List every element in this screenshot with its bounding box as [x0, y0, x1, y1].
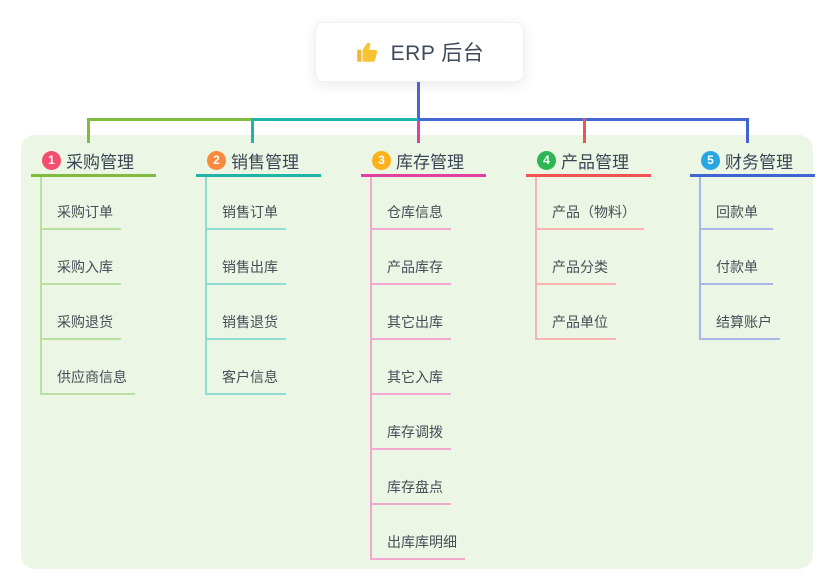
node-sales-order[interactable]: 销售订单 — [207, 177, 286, 230]
branch-number-badge: 1 — [42, 150, 61, 170]
node-settlement-account[interactable]: 结算账户 — [701, 285, 780, 340]
branch-number-badge: 5 — [701, 150, 720, 170]
branches-panel — [21, 135, 813, 569]
connector-root-line — [417, 82, 420, 121]
branch-label: 产品管理 — [561, 152, 629, 172]
branch-inventory: 3 库存管理 仓库信息 产品库存 其它出库 其它入库 库存调拨 库存盘点 出库库… — [361, 146, 486, 560]
node-sales-return[interactable]: 销售退货 — [207, 285, 286, 340]
branch-finance: 5 财务管理 回款单 付款单 结算账户 — [690, 146, 815, 340]
branch-title-sales[interactable]: 2 销售管理 — [196, 146, 321, 177]
node-warehouse-info[interactable]: 仓库信息 — [372, 177, 451, 230]
branch-label: 销售管理 — [231, 152, 299, 172]
thumbs-up-icon — [355, 39, 381, 65]
branch-sales: 2 销售管理 销售订单 销售出库 销售退货 客户信息 — [196, 146, 321, 395]
connector-drop-sales — [251, 118, 254, 143]
node-stock-transfer[interactable]: 库存调拨 — [372, 395, 451, 450]
connector-drop-finance — [746, 118, 749, 143]
branch-purchase: 1 采购管理 采购订单 采购入库 采购退货 供应商信息 — [31, 146, 156, 395]
branch-number-badge: 3 — [372, 150, 391, 170]
node-sales-outbound[interactable]: 销售出库 — [207, 230, 286, 285]
node-purchase-inbound[interactable]: 采购入库 — [42, 230, 121, 285]
node-payment-order[interactable]: 付款单 — [701, 230, 773, 285]
node-receipt-order[interactable]: 回款单 — [701, 177, 773, 230]
connector-drop-purchase — [87, 118, 90, 143]
branch-number-badge: 4 — [537, 150, 556, 170]
node-stock-count[interactable]: 库存盘点 — [372, 450, 451, 505]
node-product-unit[interactable]: 产品单位 — [537, 285, 616, 340]
branch-children: 回款单 付款单 结算账户 — [699, 177, 780, 340]
branch-title-product[interactable]: 4 产品管理 — [526, 146, 651, 177]
branch-label: 库存管理 — [396, 152, 464, 172]
node-purchase-order[interactable]: 采购订单 — [42, 177, 121, 230]
connector-drop-product — [583, 118, 586, 143]
branch-number-badge: 2 — [207, 150, 226, 170]
branch-children: 采购订单 采购入库 采购退货 供应商信息 — [40, 177, 135, 395]
branch-children: 仓库信息 产品库存 其它出库 其它入库 库存调拨 库存盘点 出库库明细 — [370, 177, 465, 560]
node-product-category[interactable]: 产品分类 — [537, 230, 616, 285]
connector-drop-inventory — [417, 121, 420, 143]
node-outbound-detail[interactable]: 出库库明细 — [372, 505, 465, 560]
node-product-stock[interactable]: 产品库存 — [372, 230, 451, 285]
node-purchase-return[interactable]: 采购退货 — [42, 285, 121, 340]
branch-title-inventory[interactable]: 3 库存管理 — [361, 146, 486, 177]
node-supplier-info[interactable]: 供应商信息 — [42, 340, 135, 395]
branch-children: 销售订单 销售出库 销售退货 客户信息 — [205, 177, 286, 395]
node-product-material[interactable]: 产品（物料） — [537, 177, 644, 230]
root-node[interactable]: ERP 后台 — [315, 22, 524, 82]
node-customer-info[interactable]: 客户信息 — [207, 340, 286, 395]
branch-children: 产品（物料） 产品分类 产品单位 — [535, 177, 644, 340]
connector-horizontal-sales — [251, 118, 418, 121]
root-label: ERP 后台 — [390, 42, 485, 65]
connector-horizontal-purchase — [87, 118, 254, 121]
branch-title-finance[interactable]: 5 财务管理 — [690, 146, 815, 177]
branch-title-purchase[interactable]: 1 采购管理 — [31, 146, 156, 177]
branch-label: 采购管理 — [66, 152, 134, 172]
branch-label: 财务管理 — [725, 152, 793, 172]
branch-product: 4 产品管理 产品（物料） 产品分类 产品单位 — [526, 146, 651, 340]
node-other-outbound[interactable]: 其它出库 — [372, 285, 451, 340]
node-other-inbound[interactable]: 其它入库 — [372, 340, 451, 395]
